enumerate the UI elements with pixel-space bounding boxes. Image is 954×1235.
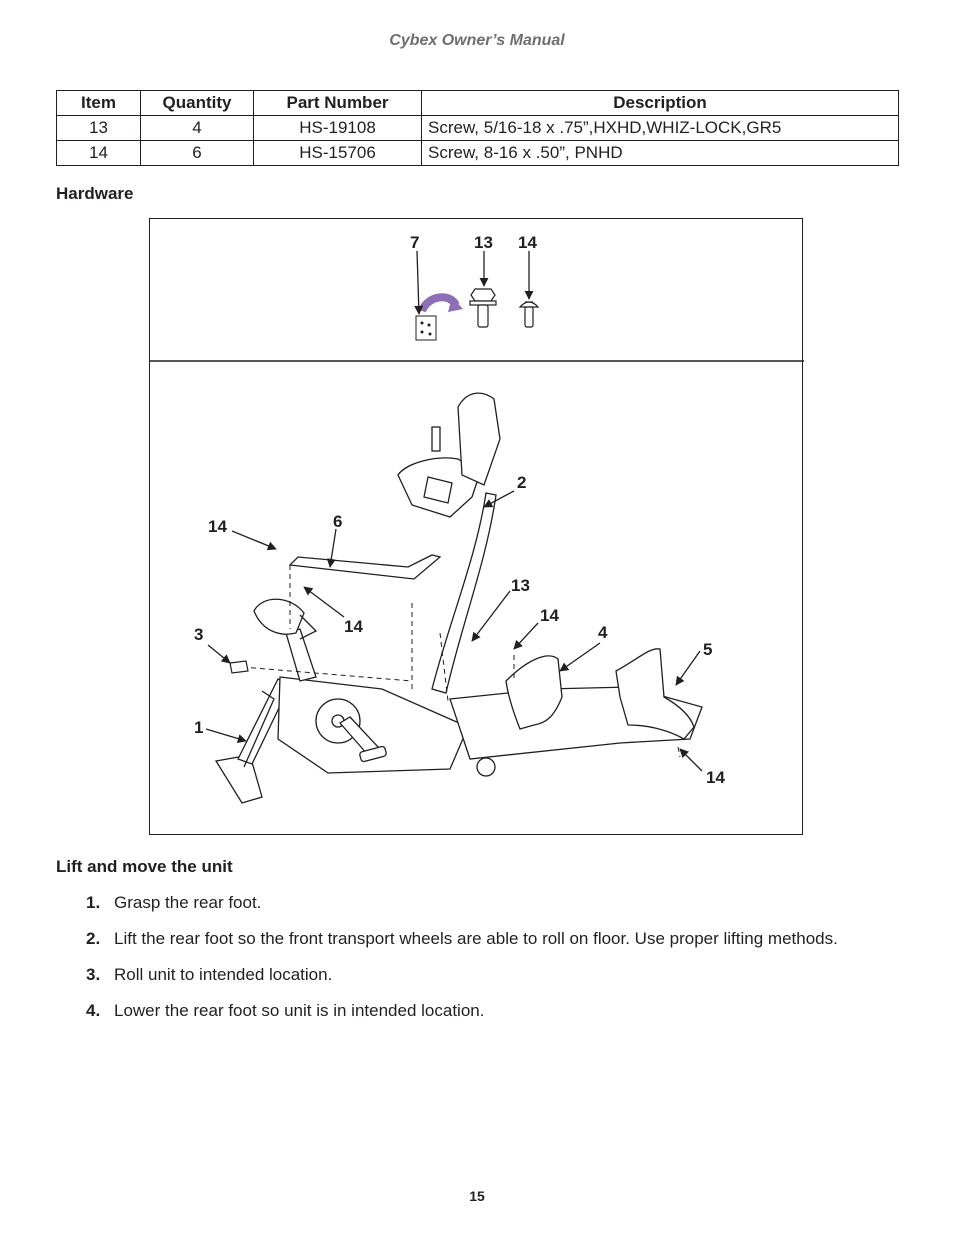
callout-14: 14: [706, 768, 725, 787]
cell-description: Screw, 8-16 x .50”, PNHD: [421, 140, 899, 166]
pan-head-screw-icon: [518, 301, 540, 328]
list-item: 1. Grasp the rear foot.: [86, 892, 866, 914]
assembly-illustration: [150, 250, 804, 804]
callout-14: 14: [540, 606, 559, 625]
assembly-figure: 7 13 14 14 6 14 3 1 2 13 14 4 5 14: [149, 218, 804, 835]
step-text: Roll unit to intended location.: [114, 965, 333, 984]
hex-screw-icon: [469, 288, 497, 328]
assembly-leaders: [205, 490, 703, 772]
step-number: 2.: [86, 929, 101, 948]
list-item: 4. Lower the rear foot so unit is in int…: [86, 1000, 866, 1022]
cell-item: 14: [56, 140, 141, 166]
lift-heading: Lift and move the unit: [56, 857, 233, 876]
table-row: 13 4 HS-19108 Screw, 5/16-18 x .75”,HXHD…: [56, 115, 899, 141]
callout-4: 4: [598, 623, 608, 642]
console-display: [457, 392, 501, 486]
shroud-5: [615, 648, 695, 740]
step-number: 1.: [86, 893, 101, 912]
hardware-callout-13: 13: [474, 233, 493, 252]
step-text: Lower the rear foot so unit is in intend…: [114, 1001, 485, 1020]
column-header-part-number: Part Number: [253, 90, 422, 116]
instruction-list: 1. Grasp the rear foot. 2. Lift the rear…: [86, 892, 866, 1036]
backrest-bar: [288, 554, 442, 580]
column-header-quantity: Quantity: [140, 90, 254, 116]
leader-7: [414, 250, 424, 315]
callout-3: 3: [194, 625, 204, 644]
callout-1: 1: [194, 718, 204, 737]
alignment-lines: [241, 565, 681, 758]
hardware-callout-7: 7: [410, 233, 420, 252]
column-header-item: Item: [56, 90, 141, 116]
rear-foot: [214, 754, 263, 804]
parts-table: Item Quantity Part Number Description 13…: [56, 90, 899, 166]
seat: [253, 598, 305, 635]
callout-14: 14: [208, 517, 227, 536]
hardware-callout-14: 14: [518, 233, 537, 252]
end-cap-3: [229, 660, 249, 674]
transport-wheel: [476, 757, 496, 777]
running-header: Cybex Owner’s Manual: [389, 32, 565, 49]
hardware-bag-icon: [415, 315, 437, 341]
console-mast: [431, 492, 497, 694]
callout-5: 5: [703, 640, 713, 659]
table-row: 14 6 HS-15706 Screw, 8-16 x .50”, PNHD: [56, 140, 899, 166]
cell-item: 13: [56, 115, 141, 141]
cell-description: Screw, 5/16-18 x .75”,HXHD,WHIZ-LOCK,GR5: [421, 115, 899, 141]
list-item: 2. Lift the rear foot so the front trans…: [86, 928, 866, 950]
callout-13: 13: [511, 576, 530, 595]
step-text: Lift the rear foot so the front transpor…: [114, 929, 838, 948]
base-housing: [277, 676, 469, 774]
cell-quantity: 4: [140, 115, 254, 141]
page-number: 15: [469, 1188, 485, 1204]
open-bag-arrowhead-icon: [448, 297, 463, 312]
step-text: Grasp the rear foot.: [114, 893, 262, 912]
bike-illustration: [214, 392, 703, 804]
cell-part-number: HS-19108: [253, 115, 422, 141]
callout-2: 2: [517, 473, 527, 492]
callout-14: 14: [344, 617, 363, 636]
column-header-description: Description: [421, 90, 899, 116]
table-header-row: Item Quantity Part Number Description: [56, 90, 899, 116]
cell-part-number: HS-15706: [253, 140, 422, 166]
callout-6: 6: [333, 512, 343, 531]
seat-post: [285, 628, 317, 682]
cell-quantity: 6: [140, 140, 254, 166]
step-number: 4.: [86, 1001, 101, 1020]
list-item: 3. Roll unit to intended location.: [86, 964, 866, 986]
hardware-heading: Hardware: [56, 184, 134, 203]
shroud-4: [505, 655, 563, 730]
step-number: 3.: [86, 965, 101, 984]
